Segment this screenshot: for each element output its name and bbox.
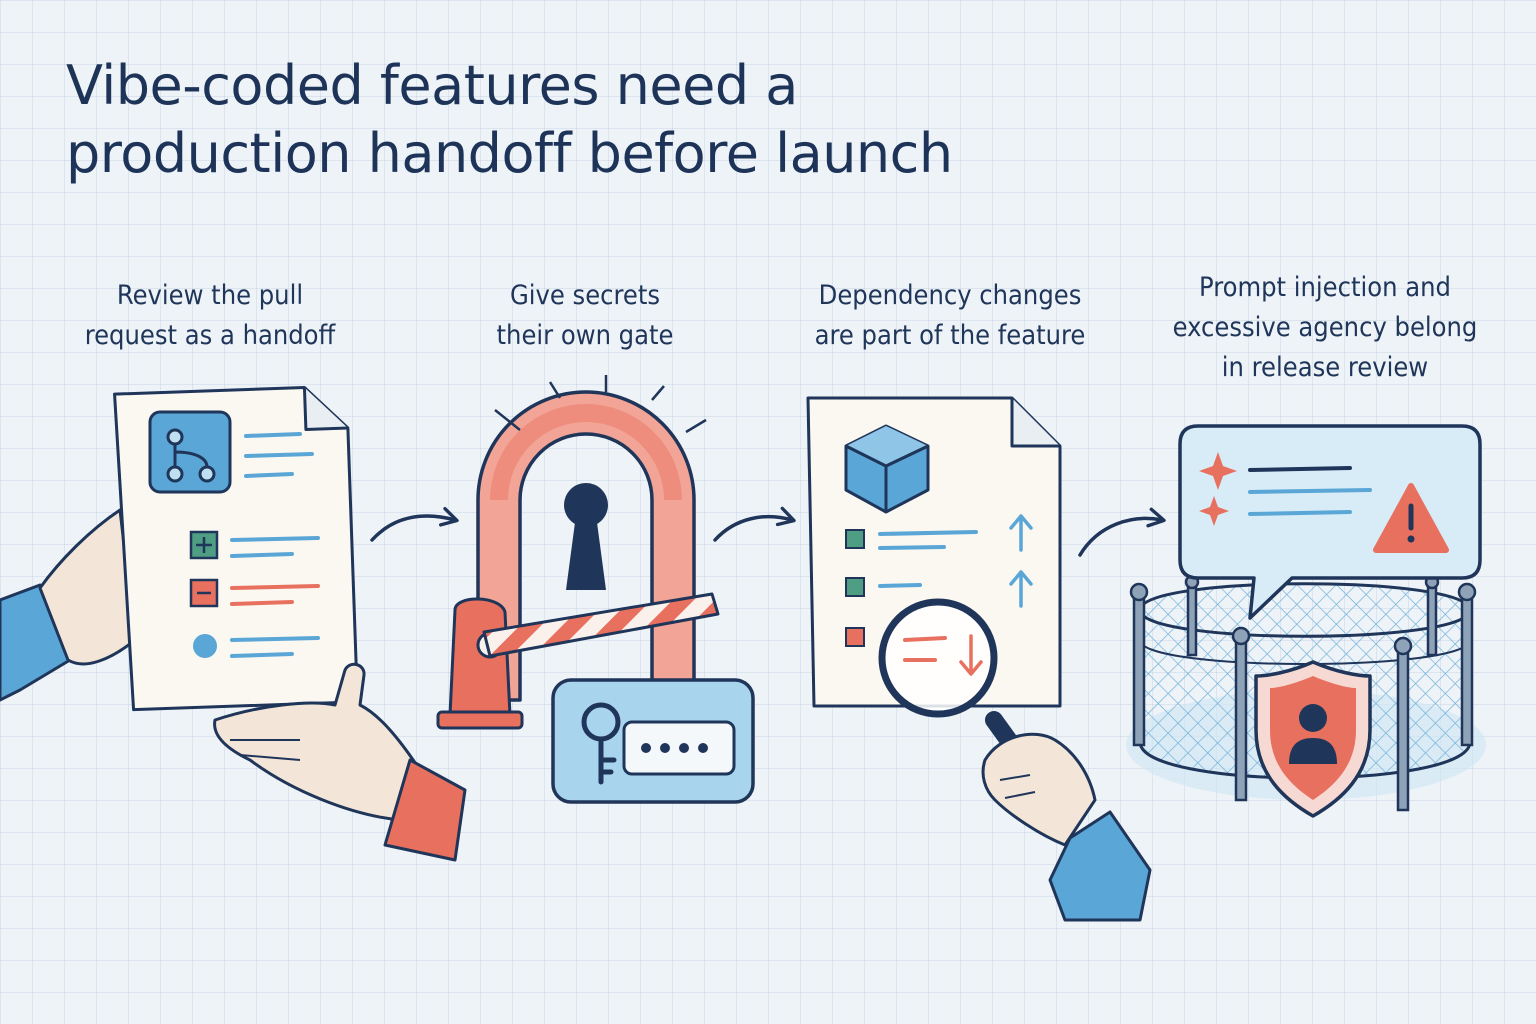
step-2-line-1: Give secrets xyxy=(509,280,661,311)
title-line-1: Vibe-coded features need a xyxy=(66,54,798,117)
step-2-line-2: their own gate xyxy=(496,320,674,351)
step-3-line-2: are part of the feature xyxy=(814,320,1086,351)
step-4-label: Prompt injection and excessive agency be… xyxy=(1150,268,1500,388)
step-4-line-1: Prompt injection and xyxy=(1199,272,1451,303)
flow-arrow-3 xyxy=(1078,507,1166,557)
step-4-line-3: in release review xyxy=(1221,352,1429,383)
sparkle-icon xyxy=(1199,452,1237,526)
flow-arrow-1 xyxy=(370,506,459,542)
user-icon xyxy=(1289,704,1337,764)
branch-icon xyxy=(148,410,232,494)
step-4-line-2: excessive agency belong xyxy=(1172,312,1478,343)
warning-icon xyxy=(1373,483,1449,553)
step-2-label: Give secrets their own gate xyxy=(440,276,730,356)
keyhole-icon xyxy=(564,483,608,590)
pull-request-illustration xyxy=(0,386,467,862)
page-title: Vibe-coded features need a production ha… xyxy=(66,52,1066,188)
step-3-label: Dependency changes are part of the featu… xyxy=(785,276,1115,356)
flow-arrow-2 xyxy=(713,506,796,542)
dependency-illustration xyxy=(806,396,1152,922)
step-3-line-1: Dependency changes xyxy=(818,280,1082,311)
key-icon xyxy=(581,702,621,785)
cube-icon xyxy=(844,424,930,514)
shield-icon xyxy=(1254,660,1372,818)
secrets-gate-illustration xyxy=(436,375,755,804)
step-1-label: Review the pull request as a handoff xyxy=(40,276,380,356)
step-1-line-2: request as a handoff xyxy=(84,320,336,351)
title-line-2: production handoff before launch xyxy=(66,122,953,185)
release-review-illustration xyxy=(1126,424,1486,818)
step-1-line-1: Review the pull xyxy=(116,280,304,311)
